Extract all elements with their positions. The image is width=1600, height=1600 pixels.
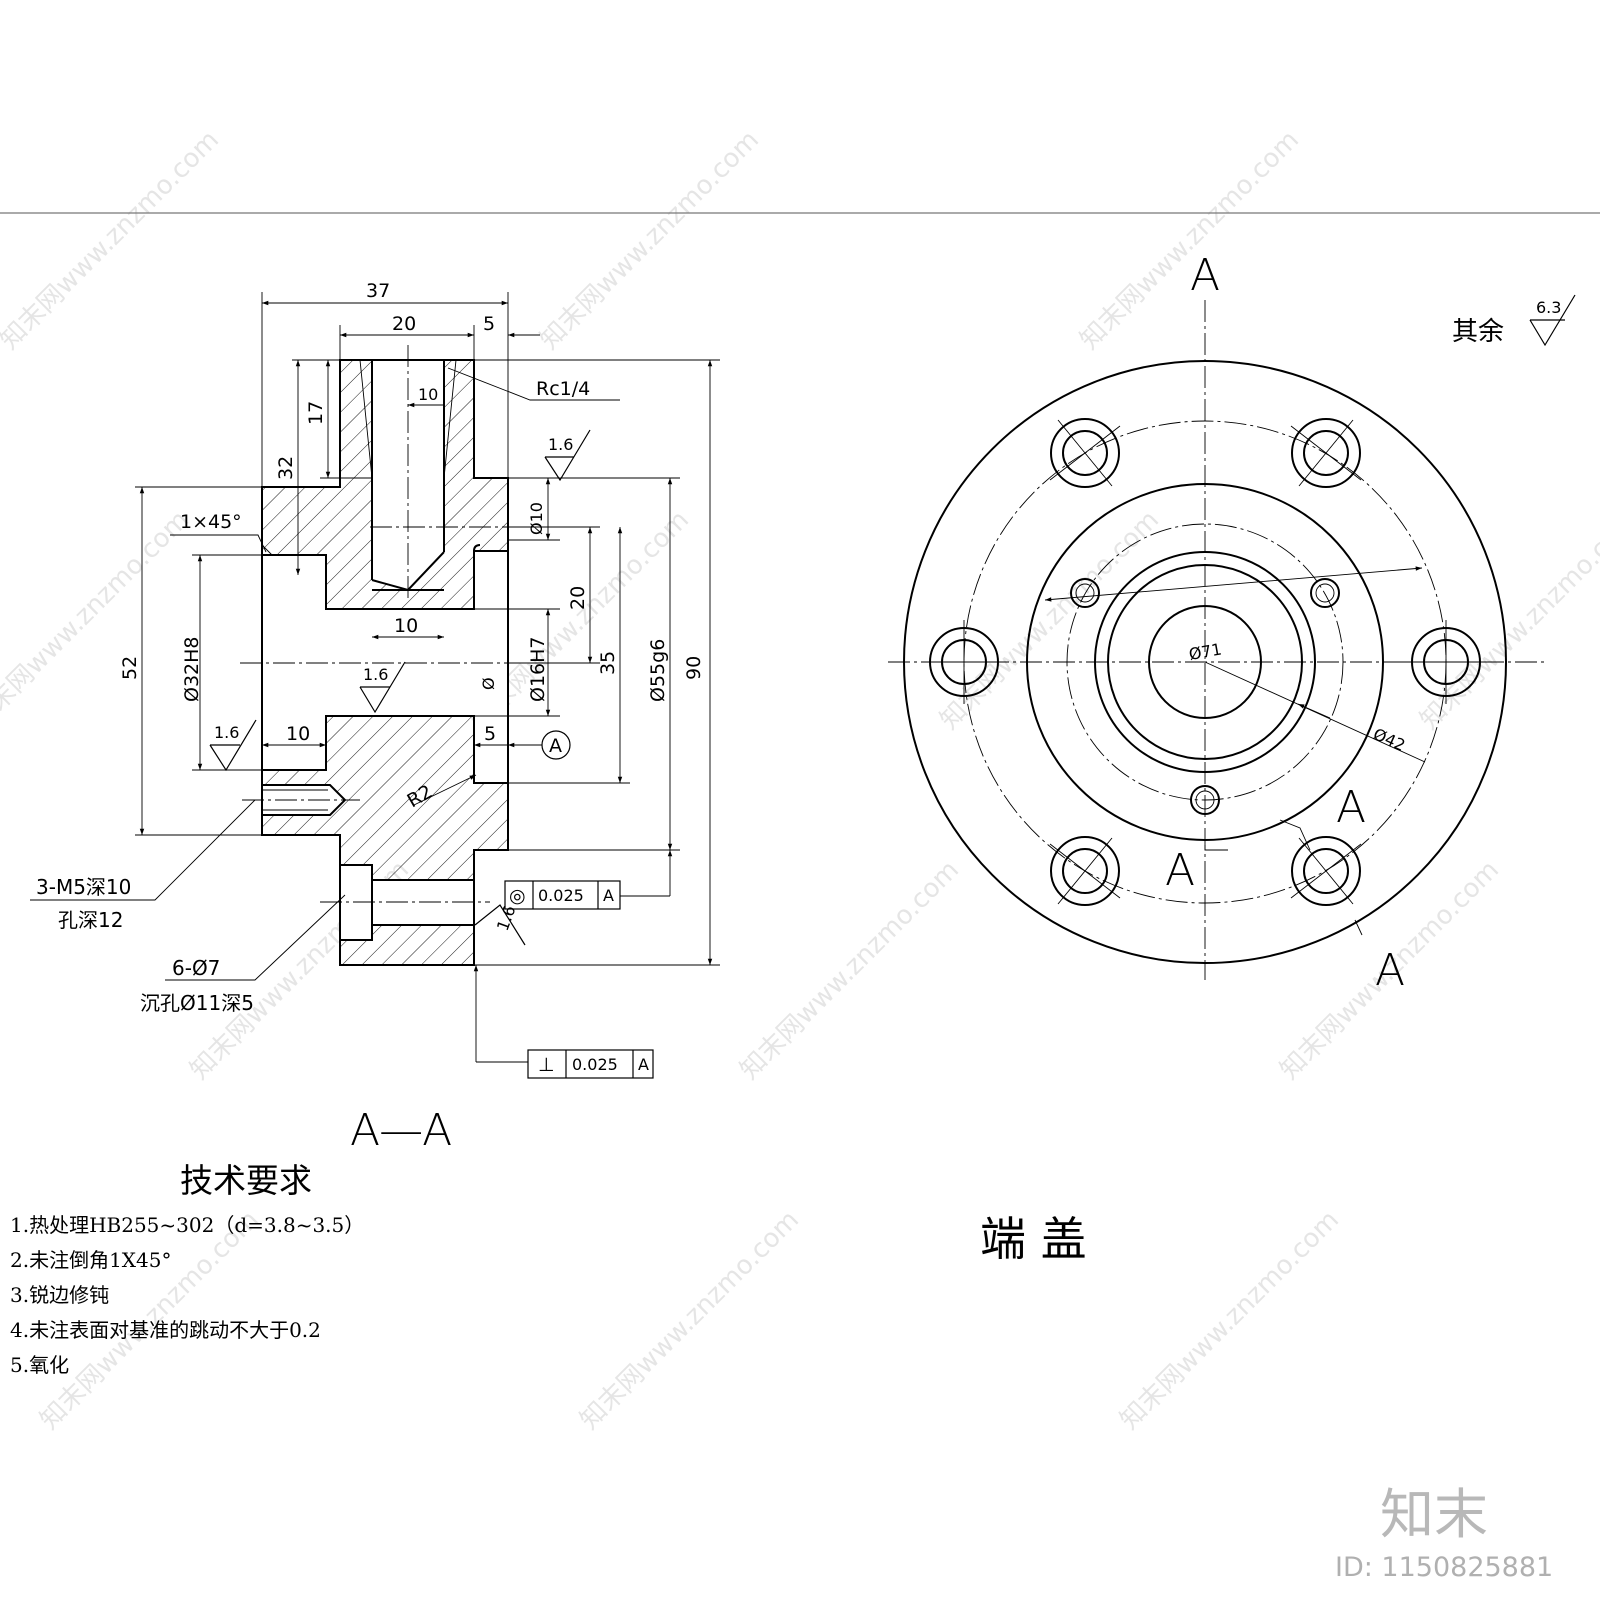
dim-d71: Ø71: [1187, 640, 1223, 664]
cut-label-bottom: A: [1375, 945, 1405, 996]
requirements-heading: 技术要求: [180, 1161, 312, 1200]
dim-10-top: 10: [418, 385, 438, 404]
requirement-item: 5.氧化: [10, 1353, 69, 1377]
note-hole-1: 6-Ø7: [172, 956, 220, 980]
dim-32h8: Ø32H8: [181, 636, 203, 702]
document-id: ID: 1150825881: [1335, 1552, 1554, 1583]
cut-label-left: A: [1165, 845, 1195, 896]
svg-text:0.025: 0.025: [572, 1055, 618, 1074]
svg-text:1.6: 1.6: [548, 435, 573, 454]
dim-phi10: Ø10: [527, 502, 546, 535]
part-name: 端 盖: [980, 1212, 1087, 1266]
cut-label-top: A: [1190, 250, 1220, 301]
roughness-default: 6.3: [1536, 298, 1561, 317]
dim-90: 90: [683, 656, 705, 680]
dim-20-v: 20: [567, 586, 589, 610]
dim-55g6: Ø55g6: [647, 639, 669, 702]
svg-text:1.6: 1.6: [363, 665, 388, 684]
cut-label-right: A: [1336, 782, 1366, 833]
note-chamfer: 1×45°: [180, 511, 242, 533]
dim-10-left: 10: [286, 723, 310, 745]
svg-text:0.025: 0.025: [538, 886, 584, 905]
note-rc: Rc1/4: [536, 378, 590, 400]
note-hole-2: 沉孔Ø11深5: [140, 991, 254, 1015]
requirement-item: 2.未注倒角1X45°: [10, 1248, 172, 1272]
svg-text:⊥: ⊥: [538, 1054, 555, 1076]
svg-text:◎: ◎: [509, 885, 526, 907]
tolerance-frame-perpendicularity: ⊥ 0.025 A: [473, 965, 654, 1079]
dim-37: 37: [366, 280, 390, 302]
brand-logo: 知末: [1380, 1483, 1488, 1546]
requirement-item: 1.热处理HB255~302（d=3.8~3.5）: [10, 1213, 364, 1237]
roughness-symbols: 1.6 1.6 1.6 1.6 6.3: [209, 294, 1576, 946]
dim-32: 32: [275, 456, 297, 480]
requirement-item: 3.锐边修钝: [10, 1283, 109, 1307]
section-label: A—A: [350, 1105, 452, 1156]
tolerance-frame-concentricity: ◎ 0.025 A: [504, 850, 673, 910]
dim-5-mid: 5: [484, 723, 496, 745]
dim-35: 35: [597, 651, 619, 675]
datum-a: A: [549, 735, 562, 757]
note-thread-1: 3-M5深10: [36, 875, 131, 899]
svg-text:A: A: [638, 1055, 649, 1074]
section-view: [240, 345, 530, 966]
dim-5-top: 5: [483, 313, 495, 335]
roughness-default-label: 其余: [1452, 317, 1504, 347]
requirement-item: 4.未注表面对基准的跳动不大于0.2: [10, 1318, 321, 1342]
dim-d42: Ø42: [1370, 724, 1408, 755]
end-view: Ø71 Ø42 A A A A: [888, 250, 1545, 996]
note-thread-2: 孔深12: [58, 908, 123, 932]
dim-10-mid: 10: [394, 615, 418, 637]
svg-text:A: A: [603, 886, 614, 905]
dim-52: 52: [119, 656, 141, 680]
dim-20: 20: [392, 313, 416, 335]
dim-phi-small: Ø: [479, 677, 498, 690]
dim-16h7: Ø16H7: [527, 636, 549, 702]
svg-text:1.6: 1.6: [214, 723, 239, 742]
section-dimensions: 37 20 5 10 Rc1/4 90 17 32 1×45° 52: [30, 280, 720, 1015]
dim-17: 17: [305, 401, 327, 425]
